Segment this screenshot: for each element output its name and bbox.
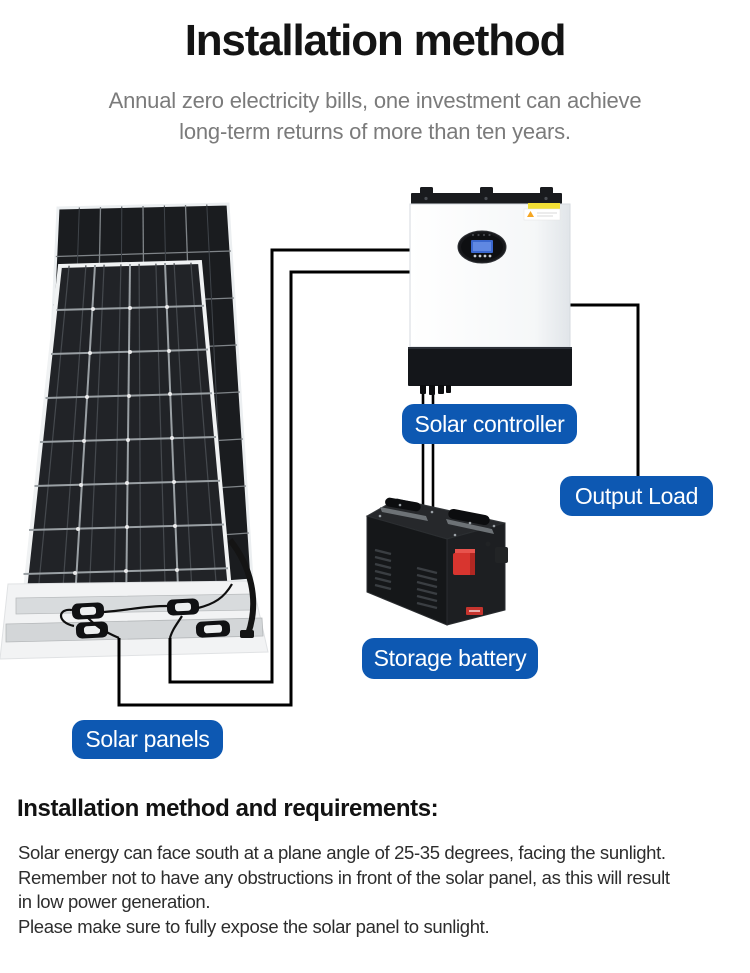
- battery-connector: [453, 541, 508, 575]
- label-storage-battery: Storage battery: [362, 638, 538, 679]
- page-title: Installation method: [184, 16, 567, 65]
- battery-logo: [466, 607, 483, 615]
- panel-cables: [59, 583, 233, 640]
- storage-battery-illustration: [365, 497, 508, 626]
- warning-triangle-icon: [527, 211, 534, 217]
- label-solar-controller: Solar controller: [402, 404, 577, 444]
- requirements-heading: Installation method and requirements:: [17, 795, 439, 822]
- wire-panel-to-controller-2: [117, 270, 410, 707]
- inverter-display: [457, 230, 507, 264]
- requirements-body: Solar energy can face south at a plane a…: [18, 842, 670, 937]
- wiring-lines: [117, 248, 640, 707]
- inverter-terminals: [420, 385, 451, 395]
- solar-controller-illustration: [408, 187, 572, 395]
- panel-clamps: [71, 598, 231, 639]
- page-subtitle: Annual zero electricity bills, one inves…: [108, 88, 642, 144]
- label-solar-panels: Solar panels: [72, 720, 223, 759]
- wire-controller-to-output-load: [570, 303, 640, 476]
- warning-label: [523, 203, 561, 221]
- battery-vents: [374, 548, 438, 610]
- label-output-load: Output Load: [560, 476, 713, 516]
- wire-panel-to-controller-1: [168, 248, 410, 684]
- solar-panels-illustration: [0, 202, 269, 660]
- battery-handles: [378, 497, 496, 537]
